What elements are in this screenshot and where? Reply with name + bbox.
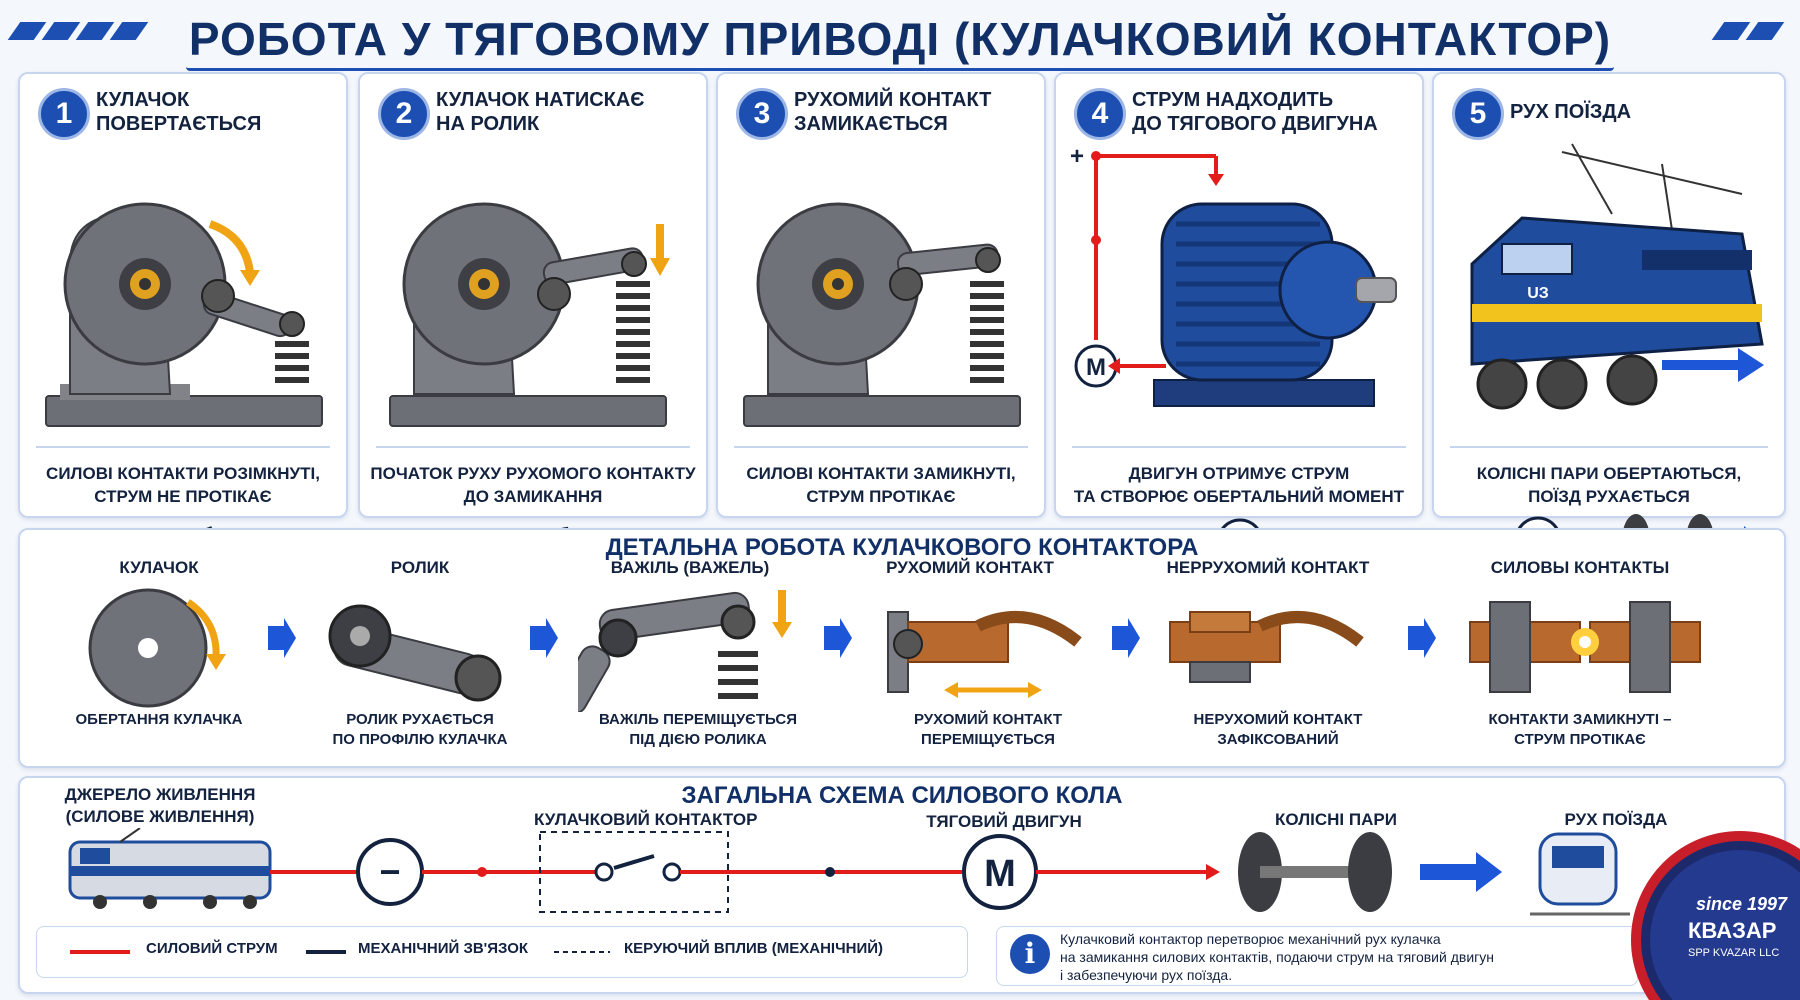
svg-text:since 1997: since 1997 [1696, 894, 1788, 914]
component-label-roller: РОЛИК [390, 558, 450, 577]
step-title: РУХ ПОЇЗДА [1510, 101, 1632, 123]
svg-text:КВАЗАР: КВАЗАР [1688, 918, 1776, 943]
circuit-title: ЗАГАЛЬНА СХЕМА СИЛОВОГО КОЛА [681, 782, 1123, 809]
component-label-moving-contact: РУХОМИЙ КОНТАКТ [886, 558, 1054, 577]
step-panel-5: 5 РУХ ПОЇЗДА UЗ КОЛІСНІ ПАРИ ОБЕРТАЮТЬСЯ… [1432, 72, 1786, 566]
divider [1450, 446, 1768, 448]
divider [734, 446, 1028, 448]
step-number: 2 [378, 88, 430, 140]
svg-text:UЗ: UЗ [1527, 285, 1549, 302]
component-caption: ОБЕРТАННЯ КУЛАЧКА [75, 711, 243, 728]
arrow-right-icon [530, 618, 558, 658]
detail-panel: ДЕТАЛЬНА РОБОТА КУЛАЧКОВОГО КОНТАКТОРА К… [18, 528, 1786, 768]
circuit-panel: ЗАГАЛЬНА СХЕМА СИЛОВОГО КОЛА ДЖЕРЕЛО ЖИВ… [18, 776, 1786, 994]
arrow-right-icon [1112, 618, 1140, 658]
component-label-power-contacts: СИЛОВЫ КОНТАКТЫ [1490, 558, 1670, 577]
contactor-label: КУЛАЧКОВИЙ КОНТАКТОР [534, 810, 758, 829]
legend-box [36, 926, 968, 978]
info-box [996, 926, 1638, 986]
step-number: 4 [1074, 88, 1126, 140]
svg-text:M: M [1086, 354, 1106, 381]
traction-motor-illustration: + M [1070, 143, 1397, 407]
legend-power-line [70, 950, 130, 954]
svg-text:SPP KVAZAR LLC: SPP KVAZAR LLC [1688, 947, 1779, 959]
step-number: 1 [38, 88, 90, 140]
svg-text:+: + [1070, 143, 1084, 170]
cam-mechanism-open-illustration [45, 202, 323, 427]
power-circuit-diagram: − M [68, 828, 1630, 916]
power-source-label: ДЖЕРЕЛО ЖИВЛЕННЯ(СИЛОВЕ ЖИВЛЕННЯ) [64, 785, 256, 826]
motor-label: ТЯГОВИЙ ДВИГУН [926, 812, 1082, 831]
component-label-fixed-contact: НЕРРУХОМИЙ КОНТАКТ [1166, 558, 1370, 577]
lever-icon [578, 590, 792, 712]
svg-text:M: M [984, 853, 1016, 895]
step-caption: КОЛІСНІ ПАРИ ОБЕРТАЮТЬСЯ,ПОЇЗД РУХАЄТЬСЯ [1476, 464, 1742, 506]
legend-mechanical-line [306, 950, 346, 954]
legend-mechanical-label: МЕХАНІЧНИЙ ЗВ'ЯЗОК [358, 940, 529, 957]
power-contacts-icon [1469, 601, 1701, 693]
info-text: Кулачковий контактор перетворює механічн… [1060, 931, 1494, 983]
component-caption: КОНТАКТИ ЗАМИКНУТІ –СТРУМ ПРОТІКАЄ [1488, 711, 1672, 748]
arrow-right-icon [268, 618, 296, 658]
detail-title: ДЕТАЛЬНА РОБОТА КУЛАЧКОВОГО КОНТАКТОРА [605, 534, 1199, 561]
arrow-right-icon [1408, 618, 1436, 658]
step-caption: СИЛОВІ КОНТАКТИ ЗАМИКНУТІ,СТРУМ ПРОТІКАЄ [746, 464, 1016, 506]
legend-power-label: СИЛОВИЙ СТРУМ [146, 940, 278, 957]
contact-closed-illustration [743, 202, 1021, 427]
step-number: 5 [1452, 88, 1504, 140]
component-label-lever: ВАЖІЛЬ (ВАЖЕЛЬ) [610, 558, 770, 577]
step-number: 3 [736, 88, 788, 140]
divider [36, 446, 330, 448]
moving-contact-icon [887, 611, 1082, 698]
legend-control-line [554, 951, 610, 953]
train-motion-label: РУХ ПОЇЗДА [1564, 810, 1668, 829]
cam-icon [88, 588, 226, 708]
fixed-contact-icon [1169, 611, 1364, 683]
divider [1072, 446, 1406, 448]
component-label-cam: КУЛАЧОК [119, 558, 199, 577]
info-icon: i [1010, 934, 1050, 974]
page-title: РОБОТА У ТЯГОВОМУ ПРИВОДІ (КУЛАЧКОВИЙ КО… [188, 13, 1612, 65]
arrow-right-icon [824, 618, 852, 658]
legend-control-label: КЕРУЮЧИЙ ВПЛИВ (МЕХАНІЧНИЙ) [624, 940, 884, 957]
roller-icon [328, 604, 502, 702]
step-caption: СИЛОВІ КОНТАКТИ РОЗІМКНУТІ,СТРУМ НЕ ПРОТ… [46, 464, 320, 506]
title-frame [186, 6, 1614, 71]
kvazar-logo: since 1997 КВАЗАР SPP KVAZAR LLC [1631, 831, 1800, 1000]
cam-pressing-roller-illustration [389, 202, 670, 427]
electric-train-illustration: UЗ [1470, 143, 1764, 410]
svg-text:−: − [379, 851, 400, 892]
wheels-label: КОЛІСНІ ПАРИ [1275, 810, 1397, 829]
divider [376, 446, 690, 448]
